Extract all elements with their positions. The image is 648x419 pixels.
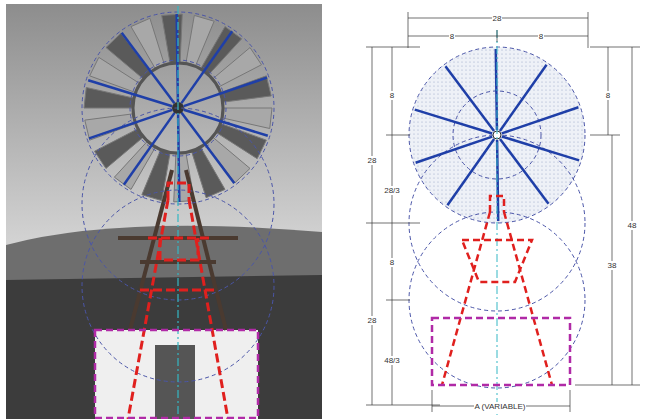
dimension-label: 48/3 xyxy=(383,356,401,365)
spoke-line xyxy=(182,113,235,183)
dimension-label: A (VARIABLE) xyxy=(474,402,527,411)
dimension-label: 38 xyxy=(607,261,618,270)
dimension-label: 8 xyxy=(449,32,455,41)
blade xyxy=(162,14,183,63)
dimension-label: 8 xyxy=(538,32,544,41)
dimension-label: 8 xyxy=(605,91,611,100)
blade xyxy=(192,148,225,198)
dimension-label: 28 xyxy=(367,156,378,165)
spoke-line xyxy=(416,137,493,163)
spoke-line xyxy=(122,33,175,103)
spoke-line xyxy=(502,107,579,133)
spoke-line xyxy=(89,110,172,138)
blade xyxy=(131,18,164,68)
dimension-label: 28 xyxy=(492,14,503,23)
dimension-label: 8 xyxy=(389,91,395,100)
dimension-label: 28 xyxy=(367,316,378,325)
spoke-line xyxy=(184,78,267,106)
dimension-label: 8 xyxy=(389,258,395,267)
spoke-line xyxy=(500,139,549,204)
dimension-label: 48 xyxy=(627,221,638,230)
dimension-label: 28/3 xyxy=(383,186,401,195)
spoke-line xyxy=(445,66,494,131)
